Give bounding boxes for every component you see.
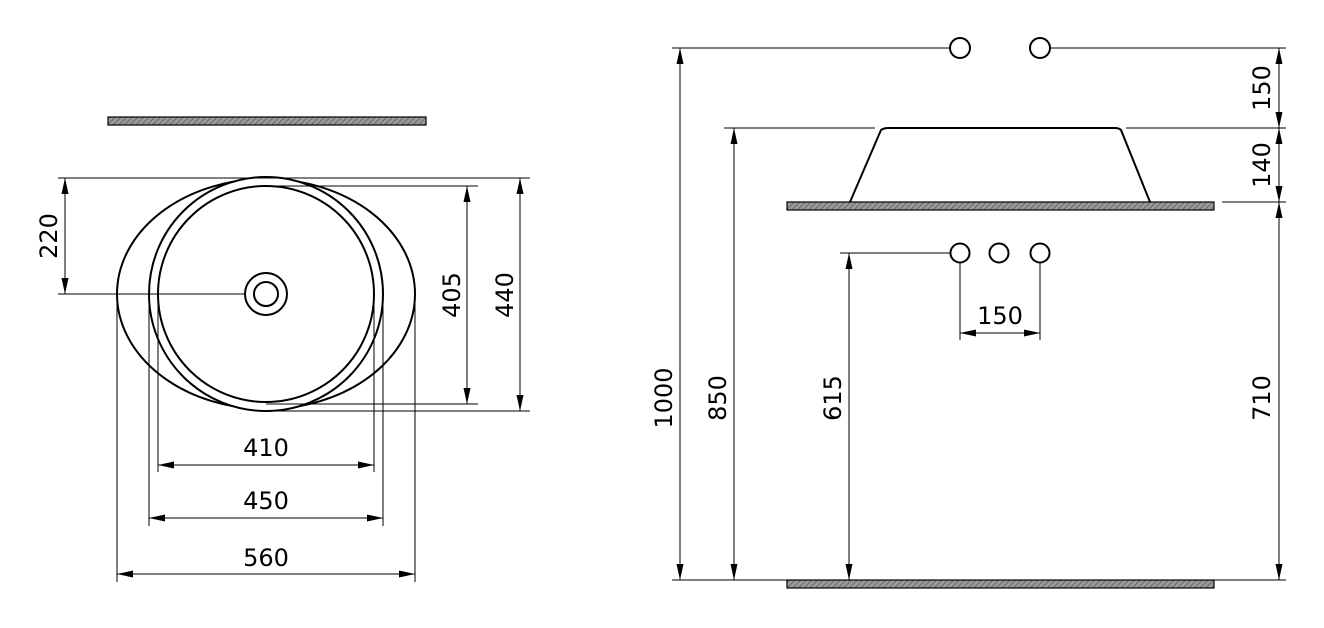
dim-label-220: 220 <box>35 213 63 259</box>
dim-405: 405 <box>438 186 471 404</box>
tap-hole-top-left <box>949 37 971 59</box>
dim-label-140: 140 <box>1248 142 1276 188</box>
tap-hole-top-right <box>1029 37 1051 59</box>
elevation-view: 150 1000 850 615 710 <box>650 37 1286 589</box>
dim-label-440: 440 <box>491 272 519 318</box>
dim-label-450: 450 <box>243 487 289 515</box>
dim-label-850: 850 <box>704 375 732 421</box>
plan-countertop-slab <box>107 116 427 126</box>
dim-label-710: 710 <box>1248 375 1276 421</box>
dim-850: 850 <box>704 128 738 580</box>
dim-tap-spacing-150: 150 <box>959 263 1041 340</box>
dim-label-1000: 1000 <box>650 367 678 428</box>
dim-tap-150: 150 <box>1248 48 1283 128</box>
tap-hole-right <box>1029 242 1051 264</box>
dim-label-560: 560 <box>243 544 289 572</box>
tap-hole-center <box>988 242 1010 264</box>
dim-label-tap-spacing-150: 150 <box>977 302 1023 330</box>
dim-label-tap-150: 150 <box>1248 65 1276 111</box>
dim-410: 410 <box>158 434 374 469</box>
basin-profile <box>849 127 1151 203</box>
dim-label-410: 410 <box>243 434 289 462</box>
dim-220: 220 <box>35 178 69 294</box>
drain-inner-circle <box>253 281 279 307</box>
dim-450: 450 <box>149 487 383 522</box>
dim-140: 140 <box>1248 128 1283 202</box>
dim-560: 560 <box>117 544 415 578</box>
dim-1000: 1000 <box>650 48 684 580</box>
elevation-countertop-slab <box>786 201 1215 211</box>
floor-slab <box>786 579 1215 589</box>
tap-hole-left <box>949 242 971 264</box>
dim-label-405: 405 <box>438 272 466 318</box>
dim-615: 615 <box>819 253 853 580</box>
dim-label-615: 615 <box>819 375 847 421</box>
dim-710: 710 <box>1248 202 1283 580</box>
plan-view: 220 405 440 410 450 <box>35 116 530 582</box>
dim-440: 440 <box>491 178 524 411</box>
